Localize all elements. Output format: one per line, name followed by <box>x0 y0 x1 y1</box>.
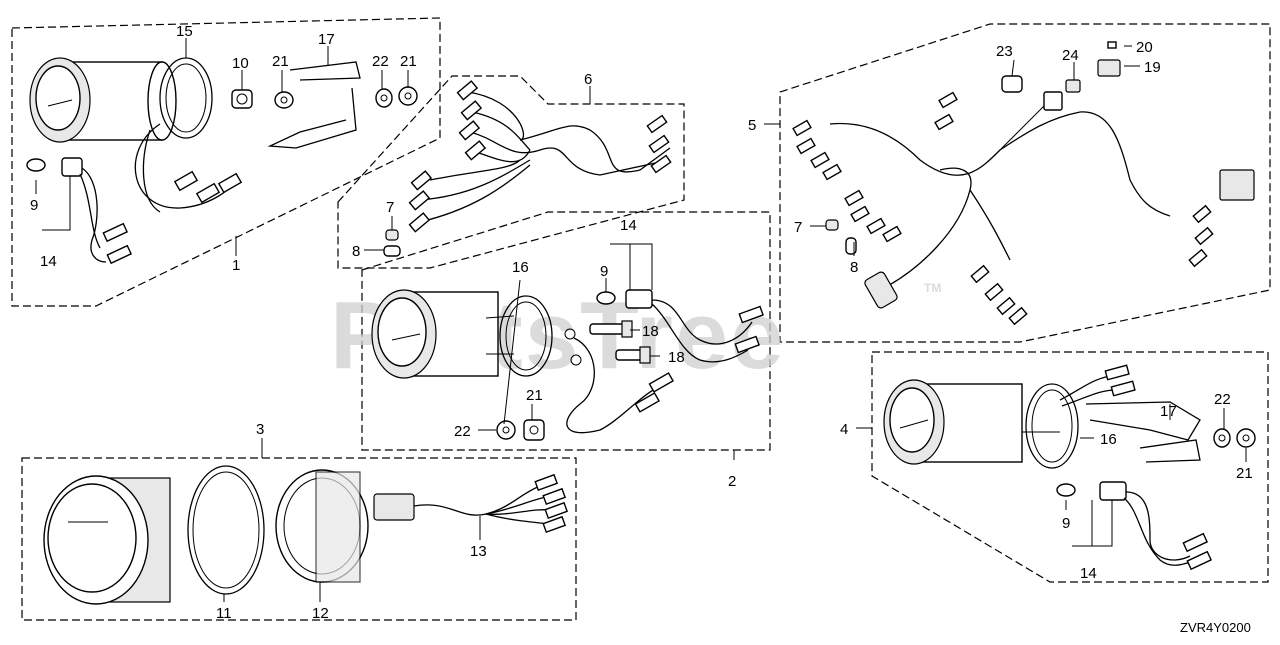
part-socket-14c <box>1099 481 1213 571</box>
callout-19: 19 <box>1144 59 1161 76</box>
group-box-2 <box>361 211 771 451</box>
part-bracket-17a <box>267 61 361 149</box>
part-nut-21d <box>1236 428 1256 448</box>
part-cap-7b <box>825 219 839 231</box>
callout-7a: 7 <box>386 199 394 216</box>
watermark-trademark: TM <box>924 281 941 295</box>
part-bulb-9c <box>1056 483 1076 497</box>
part-meter-1 <box>29 57 177 143</box>
callout-2: 2 <box>728 473 736 490</box>
part-fuse-20 <box>1107 41 1117 49</box>
group-box-5 <box>779 23 1271 343</box>
callout-22b: 22 <box>454 423 471 440</box>
part-gasket-11 <box>187 465 265 595</box>
callout-12: 12 <box>312 605 329 622</box>
part-washer-22b <box>496 420 516 440</box>
part-screw-18b <box>615 346 651 364</box>
part-gasket-16b <box>1025 383 1079 469</box>
callout-14a: 14 <box>40 253 57 270</box>
callout-8a: 8 <box>352 243 360 260</box>
callout-7b: 7 <box>794 219 802 236</box>
callout-14c: 14 <box>1080 565 1097 582</box>
part-bracket-17b <box>1085 401 1201 463</box>
part-nut-21b <box>398 86 418 106</box>
callout-6: 6 <box>584 71 592 88</box>
callout-8b: 8 <box>850 259 858 276</box>
callout-21a: 21 <box>272 53 289 70</box>
callout-16b: 16 <box>1100 431 1117 448</box>
callout-1: 1 <box>232 257 240 274</box>
callout-18b: 18 <box>668 349 685 366</box>
callout-15: 15 <box>176 23 193 40</box>
part-gasket-16a <box>499 295 553 377</box>
callout-10: 10 <box>232 55 249 72</box>
part-meter-4 <box>883 379 1060 465</box>
part-socket-14a <box>61 157 133 265</box>
part-meter-2 <box>371 289 515 379</box>
diagram-code: ZVR4Y0200 <box>1180 620 1251 635</box>
part-harness-13 <box>373 473 569 534</box>
callout-9a: 9 <box>30 197 38 214</box>
part-nut-21c <box>523 419 545 441</box>
callout-5: 5 <box>748 117 756 134</box>
part-washer-22c <box>1213 428 1231 448</box>
callout-22a: 22 <box>372 53 389 70</box>
callout-labels: 1 2 3 4 5 6 7 7 8 8 9 9 9 10 11 12 13 14… <box>30 23 1253 622</box>
part-bulb-9b <box>596 291 616 305</box>
part-harness-1 <box>134 123 243 213</box>
group-box-4 <box>871 351 1269 583</box>
part-terminal-wire-4 <box>1059 364 1136 407</box>
callout-21b: 21 <box>400 53 417 70</box>
callout-21d: 21 <box>1236 465 1253 482</box>
part-clip-23 <box>1001 75 1023 93</box>
callout-22c: 22 <box>1214 391 1231 408</box>
part-washer-22a <box>375 88 393 108</box>
part-terminal-wire-2 <box>564 328 674 434</box>
leader-lines <box>35 38 1247 602</box>
part-harness-6 <box>408 80 672 233</box>
group-box-3 <box>21 457 577 621</box>
callout-4: 4 <box>840 421 848 438</box>
callout-18a: 18 <box>642 323 659 340</box>
part-fuse-19 <box>1097 59 1121 77</box>
part-bulb-9a <box>26 158 46 172</box>
part-cap-7a <box>385 229 399 241</box>
callout-3: 3 <box>256 421 264 438</box>
callout-11: 11 <box>216 605 232 622</box>
part-ring-12 <box>275 469 369 583</box>
group-box-1 <box>11 17 441 307</box>
part-meter-3 <box>43 475 171 605</box>
callout-13: 13 <box>470 543 487 560</box>
part-socket-14b <box>625 289 764 363</box>
callout-16a: 16 <box>512 259 529 276</box>
part-sleeve-8a <box>383 245 401 257</box>
callout-21c: 21 <box>526 387 543 404</box>
callout-24: 24 <box>1062 47 1079 64</box>
part-fuse-holder-24 <box>1065 79 1081 93</box>
part-screw-18a <box>589 320 633 338</box>
callout-20: 20 <box>1136 39 1153 56</box>
callout-17b: 17 <box>1160 403 1177 420</box>
part-harness-5 <box>792 91 1255 326</box>
callout-9b: 9 <box>600 263 608 280</box>
callout-23: 23 <box>996 43 1013 60</box>
part-clamp-10 <box>231 89 253 109</box>
callout-14b: 14 <box>620 217 637 234</box>
callout-17a: 17 <box>318 31 335 48</box>
part-nut-21a <box>274 91 294 109</box>
callout-9c: 9 <box>1062 515 1070 532</box>
